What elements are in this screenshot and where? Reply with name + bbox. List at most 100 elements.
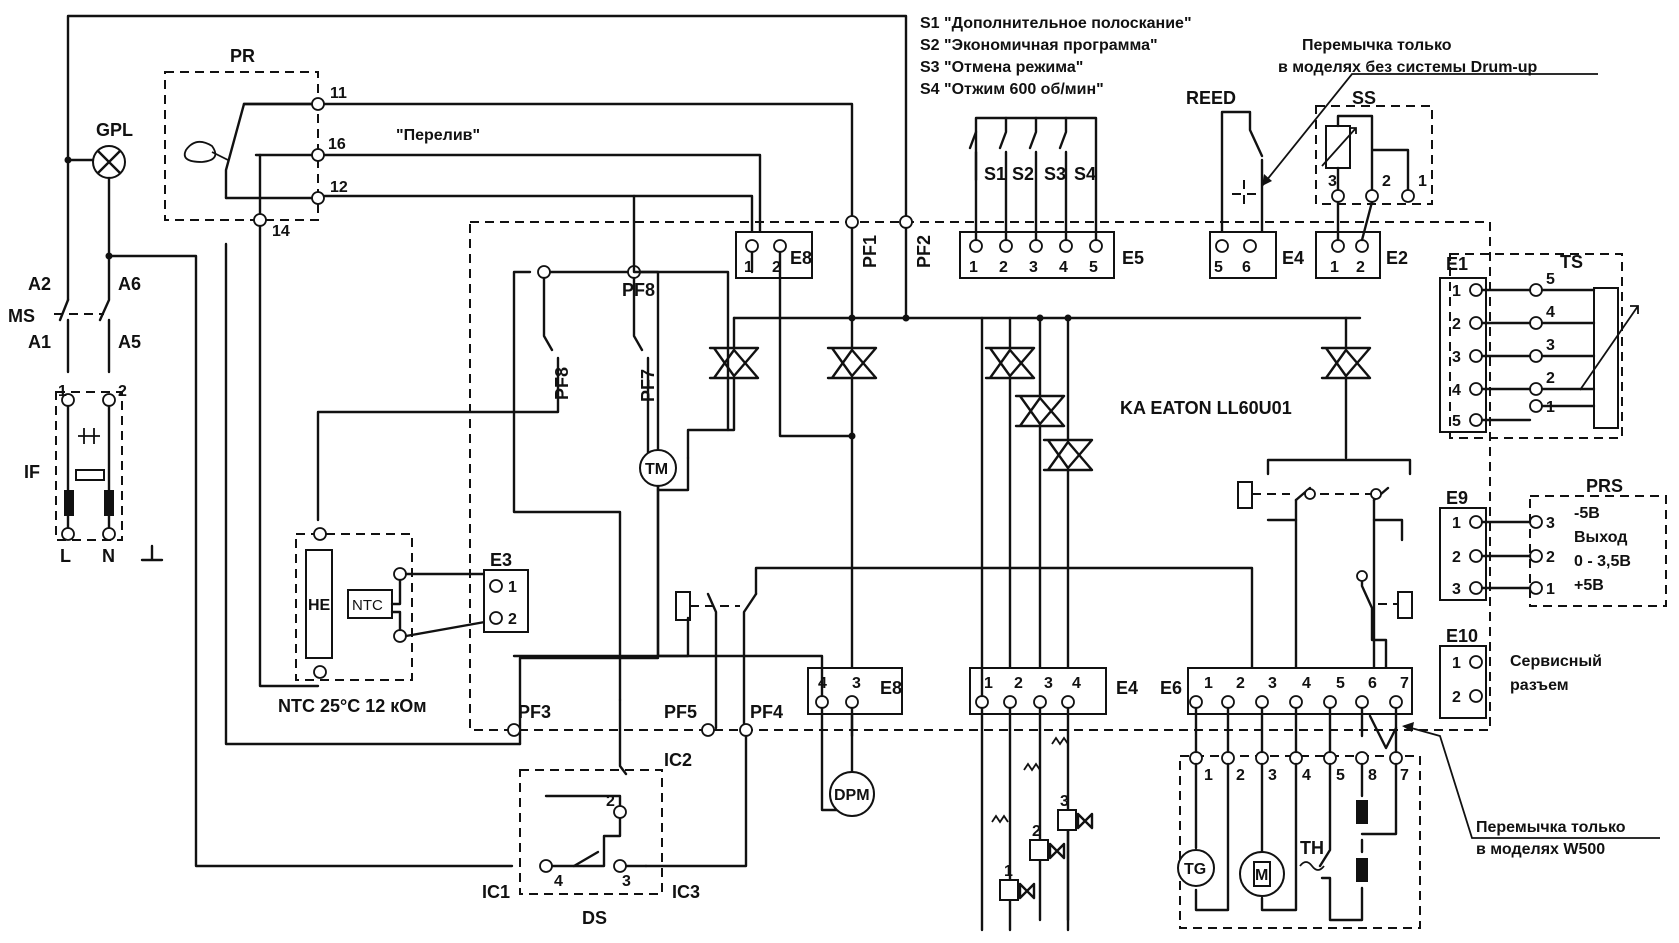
e4-bottom-n1: 1 xyxy=(984,675,993,692)
ntc-terminal-2 xyxy=(393,629,407,643)
ss-n2: 2 xyxy=(1382,173,1391,190)
ts-n5: 5 xyxy=(1546,271,1555,288)
dpm-label: DPM xyxy=(834,787,870,804)
prs-n2: 2 xyxy=(1546,549,1555,566)
if-capacitor xyxy=(78,428,100,444)
m-label: M xyxy=(1255,867,1268,884)
service-line2: разъем xyxy=(1510,677,1569,694)
connector-e2 xyxy=(1315,231,1381,279)
wire-ic2 xyxy=(618,698,628,776)
a2-label: A2 xyxy=(28,274,51,294)
ntc-sensor xyxy=(347,589,393,619)
valve-2-n: 2 xyxy=(1032,823,1041,840)
wire-door-relay-bus xyxy=(754,566,1254,690)
drumup-pointer xyxy=(1261,73,1598,187)
e1-n2: 2 xyxy=(1452,316,1461,333)
ds-n3: 3 xyxy=(622,873,631,890)
w500-arrowhead xyxy=(1402,722,1414,732)
ic3-label: IC3 xyxy=(672,882,700,902)
motor-n5: 5 xyxy=(1336,767,1345,784)
e8-bottom-pin4 xyxy=(815,695,829,709)
e10-pin2 xyxy=(1469,689,1483,703)
e5-n3: 3 xyxy=(1029,259,1038,276)
e8-top-label: E8 xyxy=(790,248,812,268)
ds-pin4 xyxy=(539,859,553,873)
ic1-label: IC1 xyxy=(482,882,510,902)
ss-pin1 xyxy=(1401,189,1415,203)
service-line1: Сервисный xyxy=(1510,653,1602,670)
e5-label: E5 xyxy=(1122,248,1144,268)
ts-n2: 2 xyxy=(1546,370,1555,387)
motor-n8: 8 xyxy=(1368,767,1377,784)
note-w500-line2: в моделях W500 xyxy=(1476,841,1605,858)
e4-valve-wires xyxy=(980,316,1070,932)
pf8-label: PF8 xyxy=(622,280,655,300)
th-thermal-icon xyxy=(1299,861,1325,871)
sw-s2: S2 xyxy=(1012,164,1034,184)
e10-n2: 2 xyxy=(1452,689,1461,706)
e4-top-n5: 5 xyxy=(1214,259,1223,276)
pr-dashed-box xyxy=(164,71,319,221)
pr-terminal-12 xyxy=(311,191,325,205)
wire-11-pf1 xyxy=(242,102,854,224)
e6-n1: 1 xyxy=(1204,675,1213,692)
pr-terminal-16 xyxy=(311,148,325,162)
e9-label: E9 xyxy=(1446,488,1468,508)
e1-n5: 5 xyxy=(1452,413,1461,430)
ds-n2: 2 xyxy=(606,793,615,810)
pr-terminal-14 xyxy=(253,213,267,227)
pr-contact xyxy=(224,102,246,200)
ts-n3: 3 xyxy=(1546,337,1555,354)
e8-top-pin2 xyxy=(773,239,787,253)
legend-s3: S3 "Отмена режима" xyxy=(920,59,1083,76)
prs-range: 0 - 3,5В xyxy=(1574,553,1631,570)
e10-n1: 1 xyxy=(1452,655,1461,672)
wire-14-ntc xyxy=(258,224,320,688)
s1-s4-contacts xyxy=(968,116,1068,242)
e6-n4: 4 xyxy=(1302,675,1311,692)
tm-label: TM xyxy=(645,461,668,478)
pr-pin-12: 12 xyxy=(330,179,348,196)
ds-pin3 xyxy=(613,859,627,873)
gpl-lamp-cross xyxy=(96,149,122,175)
tg-label: TG xyxy=(1184,861,1206,878)
valve-3-coil xyxy=(1057,809,1077,831)
w500-pointer xyxy=(1403,725,1660,839)
prs-minus5: -5В xyxy=(1574,505,1600,522)
e6-n6: 6 xyxy=(1368,675,1377,692)
prs-output: Выход xyxy=(1574,529,1627,546)
pr-pressure-sensor xyxy=(183,140,217,163)
l-label: L xyxy=(60,546,71,566)
ts-adjust-arrow xyxy=(1579,305,1639,391)
controller-label: KA EATON LL60U01 xyxy=(1120,398,1292,418)
motor-n7: 7 xyxy=(1400,767,1409,784)
valve-1-coil xyxy=(999,879,1019,901)
pr-pin-11: 11 xyxy=(330,85,347,102)
legend-s1: S1 "Дополнительное полоскание" xyxy=(920,15,1192,32)
e4-bottom-n2: 2 xyxy=(1014,675,1023,692)
valve-1-icon xyxy=(1018,882,1036,900)
wire-a6-ic1 xyxy=(107,254,514,868)
aux-relay-coil xyxy=(1397,591,1413,619)
reed-label: REED xyxy=(1186,88,1236,108)
pr-pin-14: 14 xyxy=(272,223,290,240)
e3-n2: 2 xyxy=(508,611,517,628)
if-choke-n xyxy=(104,490,114,516)
if-pin-1: 1 xyxy=(58,383,67,400)
ground-icon xyxy=(140,544,164,562)
ss-adjust-arrow xyxy=(1321,127,1357,167)
ntc-caption: NTC 25°С 12 кОм xyxy=(278,696,427,716)
e6-n5: 5 xyxy=(1336,675,1345,692)
triac-e4-3-icon xyxy=(1042,316,1094,690)
door-relay-coil xyxy=(675,591,691,621)
controller-box xyxy=(469,221,1491,731)
e1-pins xyxy=(1469,283,1543,427)
wire-ic3-pf4 xyxy=(644,734,748,868)
wire-dpm xyxy=(656,654,854,812)
terminal-l xyxy=(61,527,75,541)
sw-s4: S4 xyxy=(1074,164,1096,184)
e2-n1: 1 xyxy=(1330,259,1339,276)
pf3-label: PF3 xyxy=(518,702,551,722)
e2-pin1 xyxy=(1331,239,1345,253)
motor-n4: 4 xyxy=(1302,767,1311,784)
